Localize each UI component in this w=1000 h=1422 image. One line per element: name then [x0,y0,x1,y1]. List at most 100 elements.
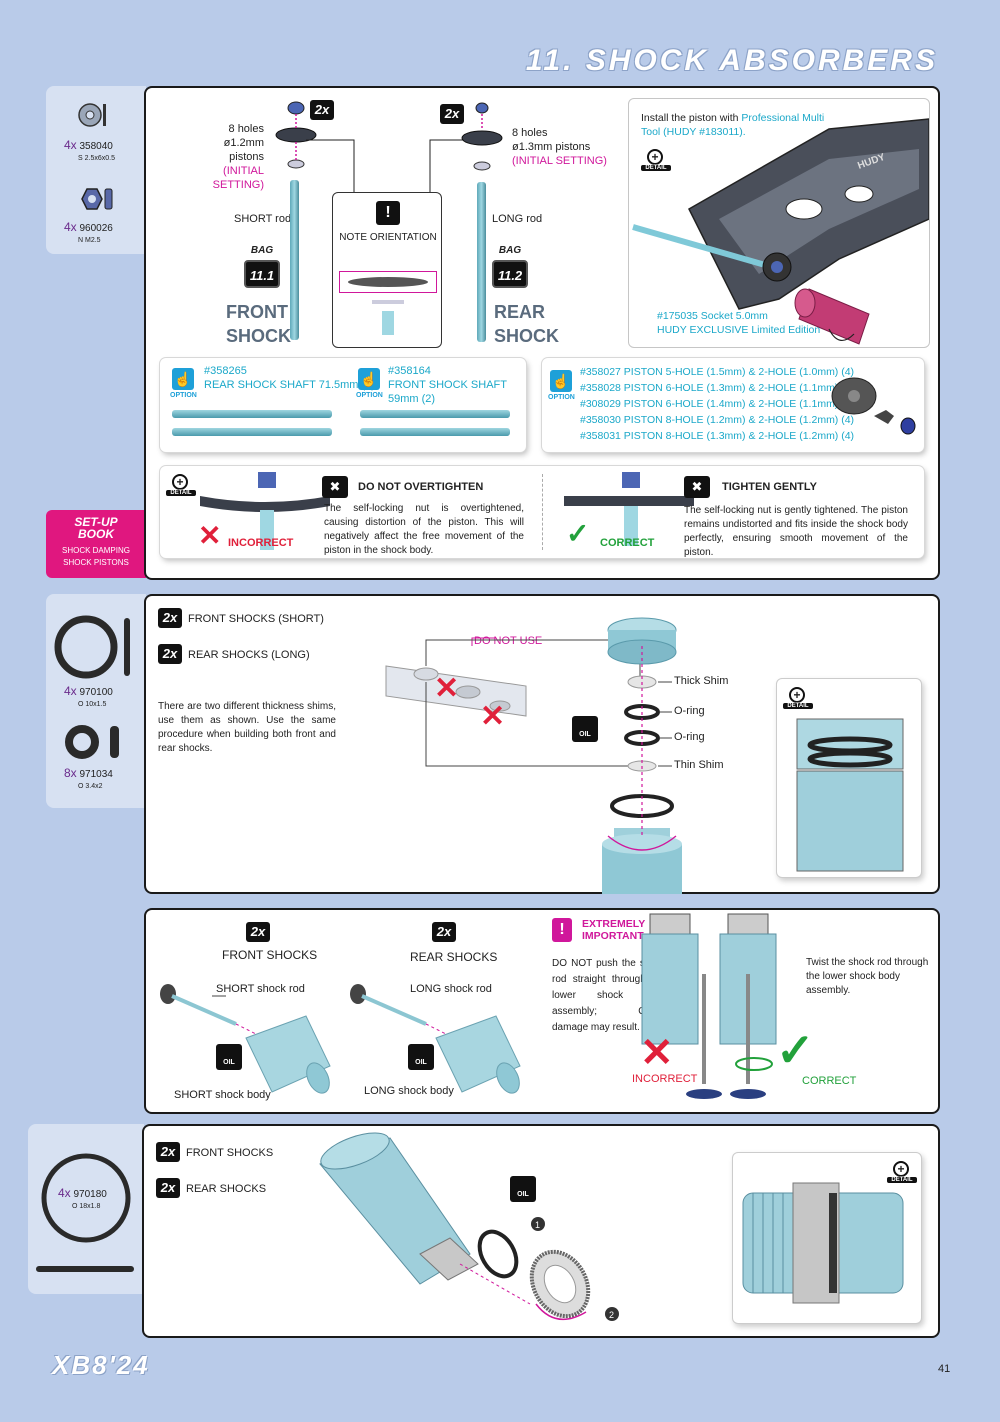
bad-title: DO NOT OVERTIGHTEN [358,481,484,493]
thumbs-up-icon: ☝ [550,370,572,392]
washer-icon [78,103,106,127]
qty-badge: 2x [440,104,464,124]
rear-shocks-label: REAR SHOCKS [186,1183,267,1195]
nut-icon [81,188,113,210]
detail-icon: +DETAIL [783,687,813,709]
rear-shocks-title: REAR SHOCKS [410,950,498,964]
wrench-icon: ✖ [684,476,710,498]
push-vs-twist-illustration: ✕ ✓ [640,913,815,1099]
front-rod-label: SHORT rod [234,213,292,225]
large-o-ring-icon [41,1153,131,1243]
step-1: 1 [535,1220,540,1230]
rear-option-shaft [172,410,332,418]
collar-detail-illustration [742,1182,904,1304]
oil-icon: OIL [216,1044,242,1070]
tool-box: Install the piston with Professional Mul… [628,98,930,348]
twist-text: Twist the shock rod through the lower sh… [806,957,929,996]
option-piston-icon [831,377,916,435]
rear-rod-label: LONG rod [492,213,543,225]
svg-text:✕: ✕ [640,1031,674,1075]
front-shocks-label: FRONT SHOCKS [186,1147,274,1159]
thumbs-up-icon: ☝ [358,368,380,390]
shim-detail-illustration [796,718,904,872]
rear-shaft [477,182,486,342]
qty-badge: 2x [432,922,456,942]
rear-shocks-long-label: REAR SHOCKS (LONG) [188,649,310,661]
orientation-highlight [339,271,437,293]
page-number: 41 [938,1363,951,1375]
oil-icon: OIL [572,716,598,742]
bag-11-1: BAG 11.1 [244,240,280,288]
detail-box: +DETAIL [732,1152,922,1324]
good-text: The self-locking nut is gently tightened… [684,505,908,558]
shock-rod-panel: 2x FRONT SHOCKS 2x REAR SHOCKS SHORT sho… [144,908,940,1114]
step-2: 2 [609,1310,614,1320]
good-title: TIGHTEN GENTLY [722,481,817,493]
thin-shim-label: Thin Shim [674,759,724,771]
incorrect-label: INCORRECT [632,1073,698,1085]
note-orientation-box: ! NOTE ORIENTATION [332,192,442,348]
o-ring-small-icon [65,725,119,759]
short-body-label: SHORT shock body [174,1089,271,1101]
qty-badge: 2x [246,922,270,942]
front-rod-assembly-illustration [160,984,331,1094]
o-ring-label-2: O-ring [674,731,705,743]
option-label: OPTION [170,392,197,399]
setup-book-badge: SET-UP BOOK SHOCK DAMPING SHOCK PISTONS [46,510,146,578]
oil-icon: OIL [408,1044,434,1070]
piston-side-icon [348,277,428,335]
option-label: OPTION [356,392,383,399]
divider [542,474,543,550]
note-lines [306,139,476,192]
piston-rear-icon [461,102,503,171]
detail-icon: +DETAIL [641,149,671,171]
tool-text: Install the piston with Professional Mul… [641,112,825,138]
long-rod-label: LONG shock rod [410,983,492,995]
qty-badge: 2x [158,608,182,628]
front-shocks-short-label: FRONT SHOCKS (SHORT) [188,613,324,625]
shock-body-collar-illustration: 1 2 [319,1132,619,1321]
o-ring-side-icon [36,1266,134,1272]
o-ring-label-1: O-ring [674,705,705,717]
nut-tightening-box: +DETAIL ✕ INCORRECT ✖ DO NOT OVERTIGHTEN… [160,466,924,558]
oil-icon: OIL [510,1176,536,1202]
page-title: 11. SHOCK ABSORBERS [525,44,938,77]
detail-box: +DETAIL [776,678,922,878]
svg-text:✕: ✕ [480,700,505,733]
piston-front-icon [275,101,317,169]
front-option-shaft [360,428,510,436]
svg-text:✕: ✕ [434,672,459,705]
note-label: NOTE ORIENTATION [339,232,437,243]
short-rod-label: SHORT shock rod [216,983,305,995]
important-icon: ! [552,918,572,942]
o-ring-icon [54,615,130,679]
wrench-icon: ✖ [322,476,348,498]
correct-check-icon: ✓ [566,518,590,549]
detail-icon: +DETAIL [887,1161,917,1183]
detail-icon: +DETAIL [166,474,196,496]
shims-panel: 2x FRONT SHOCKS (SHORT) 2x REAR SHOCKS (… [144,594,940,894]
bad-text: The self-locking nut is overtightened, c… [324,503,524,556]
correct-piston-illustration [564,472,694,546]
rear-rod-assembly-illustration [350,984,521,1094]
warning-icon: ! [376,201,400,225]
qty-badge: 2x [156,1178,180,1198]
correct-label: CORRECT [600,537,655,549]
front-option-shaft [360,410,510,418]
thumbs-up-icon: ☝ [172,368,194,390]
correct-label: CORRECT [802,1075,857,1087]
thick-shim-label: Thick Shim [674,675,729,687]
qty-badge: 2x [158,644,182,664]
front-shaft [290,180,299,340]
